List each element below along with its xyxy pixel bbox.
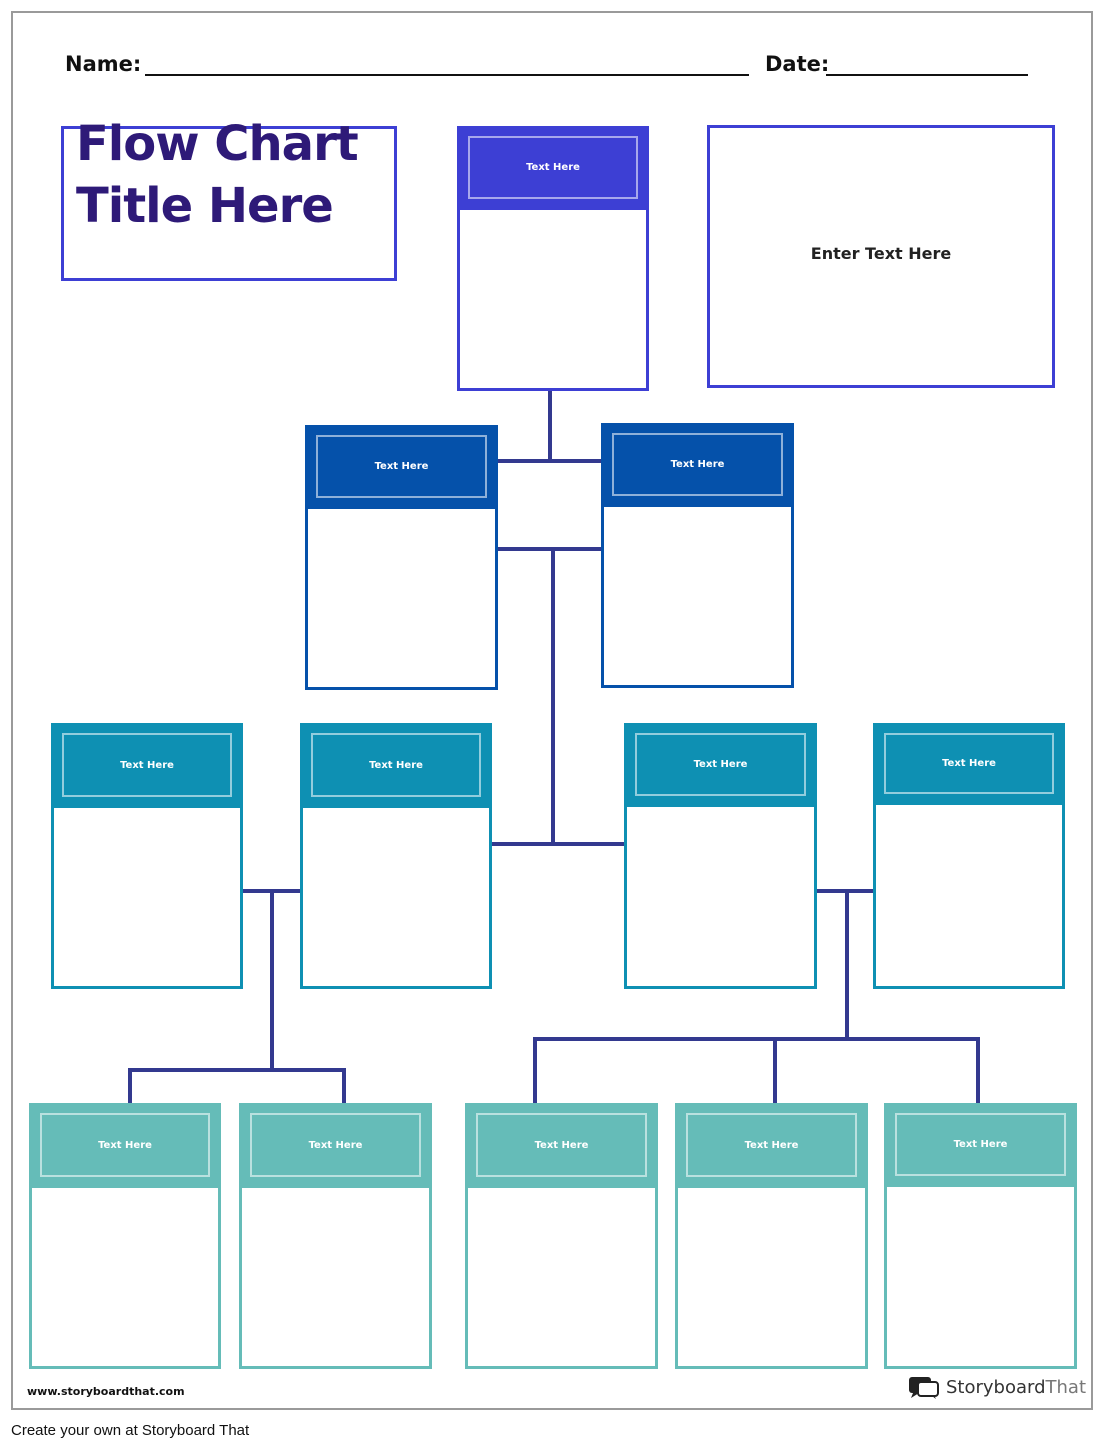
- title-box: [61, 126, 397, 281]
- logo-part-2: That: [1045, 1376, 1087, 1398]
- node-label-box: Text Here: [316, 435, 487, 498]
- connector-3: [128, 889, 346, 1105]
- date-underline[interactable]: [826, 74, 1028, 76]
- storyboardthat-logo: StoryboardThat: [908, 1374, 1086, 1400]
- node-label-box: Text Here: [895, 1113, 1066, 1176]
- date-label: Date:: [765, 52, 830, 76]
- flow-node-n4a[interactable]: Text Here: [29, 1103, 221, 1369]
- node-label: Text Here: [369, 759, 423, 771]
- node-label: Text Here: [693, 759, 748, 770]
- footer-url[interactable]: www.storyboardthat.com: [27, 1385, 185, 1398]
- node-header: Text Here: [32, 1106, 218, 1188]
- node-label-box: Text Here: [612, 433, 783, 496]
- node-label-box: Text Here: [468, 136, 638, 199]
- node-label-box: Text Here: [40, 1113, 210, 1177]
- node-label: Text Here: [526, 162, 580, 173]
- flow-node-n3c[interactable]: Text Here: [624, 723, 817, 989]
- speech-bubble-icon: [909, 1377, 939, 1399]
- node-label: Text Here: [308, 1139, 363, 1151]
- node-header: Text Here: [460, 129, 646, 210]
- node-label-box: Text Here: [884, 733, 1054, 794]
- connector-1: [496, 389, 603, 463]
- flow-node-n4e[interactable]: Text Here: [884, 1103, 1077, 1369]
- node-label: Text Here: [534, 1139, 589, 1151]
- node-label: Text Here: [374, 461, 429, 472]
- flow-node-n1[interactable]: Text Here: [457, 126, 649, 391]
- side-box-text: Enter Text Here: [810, 244, 952, 263]
- node-label: Text Here: [744, 1139, 799, 1151]
- logo-part-1: Storyboard: [946, 1376, 1046, 1398]
- node-label: Text Here: [953, 1139, 1008, 1150]
- bottom-note[interactable]: Create your own at Storyboard That: [11, 1422, 250, 1439]
- node-label-box: Text Here: [250, 1113, 421, 1177]
- node-label: Text Here: [98, 1139, 152, 1151]
- name-label: Name:: [65, 52, 142, 76]
- node-header: Text Here: [678, 1106, 865, 1188]
- chart-title[interactable]: Flow Chart Title Here: [76, 116, 359, 234]
- node-label: Text Here: [670, 459, 725, 470]
- side-text-box[interactable]: Enter Text Here: [707, 125, 1055, 388]
- connector-2: [490, 547, 626, 846]
- node-header: Text Here: [468, 1106, 655, 1188]
- flow-node-n4d[interactable]: Text Here: [675, 1103, 868, 1369]
- node-label-box: Text Here: [686, 1113, 857, 1177]
- node-header: Text Here: [887, 1106, 1074, 1187]
- node-label: Text Here: [942, 758, 996, 769]
- node-header: Text Here: [604, 426, 791, 507]
- node-header: Text Here: [242, 1106, 429, 1188]
- node-label-box: Text Here: [62, 733, 232, 797]
- node-label-box: Text Here: [476, 1113, 647, 1177]
- node-label-box: Text Here: [635, 733, 806, 796]
- node-header: Text Here: [627, 726, 814, 807]
- node-label-box: Text Here: [311, 733, 481, 797]
- node-label: Text Here: [120, 759, 174, 771]
- node-header: Text Here: [876, 726, 1062, 805]
- node-header: Text Here: [54, 726, 240, 808]
- flow-node-n3a[interactable]: Text Here: [51, 723, 243, 989]
- flow-node-n2b[interactable]: Text Here: [601, 423, 794, 688]
- flow-node-n4b[interactable]: Text Here: [239, 1103, 432, 1369]
- flow-node-n3b[interactable]: Text Here: [300, 723, 492, 989]
- flow-node-n2a[interactable]: Text Here: [305, 425, 498, 690]
- flow-node-n4c[interactable]: Text Here: [465, 1103, 658, 1369]
- node-header: Text Here: [303, 726, 489, 808]
- node-header: Text Here: [308, 428, 495, 509]
- flow-node-n3d[interactable]: Text Here: [873, 723, 1065, 989]
- name-underline[interactable]: [145, 74, 749, 76]
- connector-4: [533, 889, 980, 1105]
